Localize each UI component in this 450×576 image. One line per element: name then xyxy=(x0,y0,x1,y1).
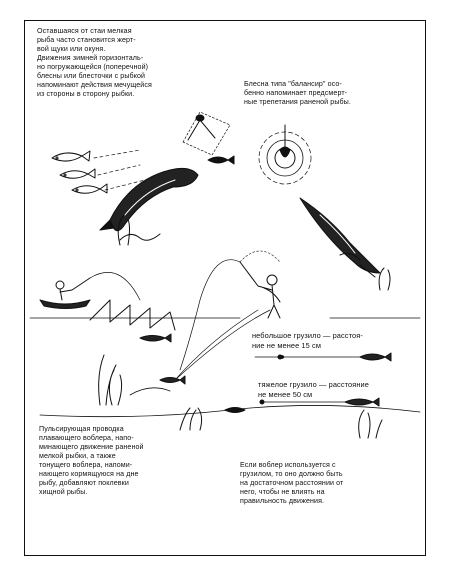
caption-line: Движения зимней горизонталь- xyxy=(37,54,144,62)
caption-line: блесны или блесточки с рыбкой xyxy=(37,72,146,80)
wobbler-icon xyxy=(344,397,380,407)
waterweed-icon xyxy=(98,214,391,439)
caption-line: ные трепетания раненой рыбы. xyxy=(244,98,351,106)
caption-line: грузилом, то оно должно быть xyxy=(240,470,343,478)
pike-icon xyxy=(99,167,199,232)
caption-line: минающего движение раненой xyxy=(39,443,144,451)
caption-line: него, чтобы не влиять на xyxy=(240,488,325,496)
fish-school-icon xyxy=(51,150,108,194)
caption-line: тонущего воблера, напоми- xyxy=(39,461,133,469)
caption-line: рыбу, добавляют поклевки xyxy=(39,479,129,487)
caption-wobbler-with-sinker: Если воблер используется с грузилом, то … xyxy=(240,461,343,506)
wobbler-icon xyxy=(139,333,172,343)
wobbler-icon xyxy=(359,352,392,362)
caption-line: нающего кормящуюся на дне xyxy=(39,470,139,478)
caption-line: Если воблер используется с xyxy=(240,461,336,469)
caption-line: напоминают действия мечущейся xyxy=(37,81,152,89)
ice-angler-icon xyxy=(182,111,231,156)
caption-line: хищной рыбы. xyxy=(39,488,88,496)
caption-pulsing-retrieve: Пульсирующая проводка плавающего воблера… xyxy=(39,425,144,497)
caption-line: Оставшаяся от стаи мелкая xyxy=(37,27,132,35)
caption-line: на достаточном расстоянии от xyxy=(240,479,344,487)
caption-line: плавающего воблера, напо- xyxy=(39,434,134,442)
angler-in-boat-icon xyxy=(39,272,141,309)
caption-line: ние не менее 15 см xyxy=(252,341,322,350)
standing-angler-icon xyxy=(179,250,281,371)
caption-small-fish-prey: Оставшаяся от стаи мелкая рыба часто ста… xyxy=(37,27,152,99)
page-border xyxy=(24,20,426,556)
caption-line: Пульсирующая проводка xyxy=(39,425,124,433)
caption-line: бенно напоминает предсмерт- xyxy=(244,89,348,97)
caption-line: из стороны в сторону рыбки. xyxy=(37,90,135,98)
caption-line: небольшое грузило — расстоя- xyxy=(252,331,363,340)
caption-light-weight: небольшое грузило — расстоя- ние не мене… xyxy=(252,331,363,351)
caption-line: мелкой рыбки, а также xyxy=(39,452,116,460)
caption-line: рыба часто становится жерт- xyxy=(37,36,136,44)
sinker-icon xyxy=(254,354,361,360)
caption-line: Блесна типа "балансир" осо- xyxy=(244,80,342,88)
caption-balancer-lure: Блесна типа "балансир" осо- бенно напоми… xyxy=(244,80,351,107)
caption-line: но погружающейся (поперечной) xyxy=(37,63,149,71)
caption-line: не менее 50 см xyxy=(258,390,313,399)
caption-line: вой щуки или окуня. xyxy=(37,45,106,53)
caption-line: тяжелое грузило — расстояние xyxy=(258,380,369,389)
caption-line: правильность движения. xyxy=(240,497,325,505)
pike-icon xyxy=(299,197,381,278)
balancer-lure-icon xyxy=(258,124,312,185)
caption-heavy-weight: тяжелое грузило — расстояние не менее 50… xyxy=(258,380,369,400)
